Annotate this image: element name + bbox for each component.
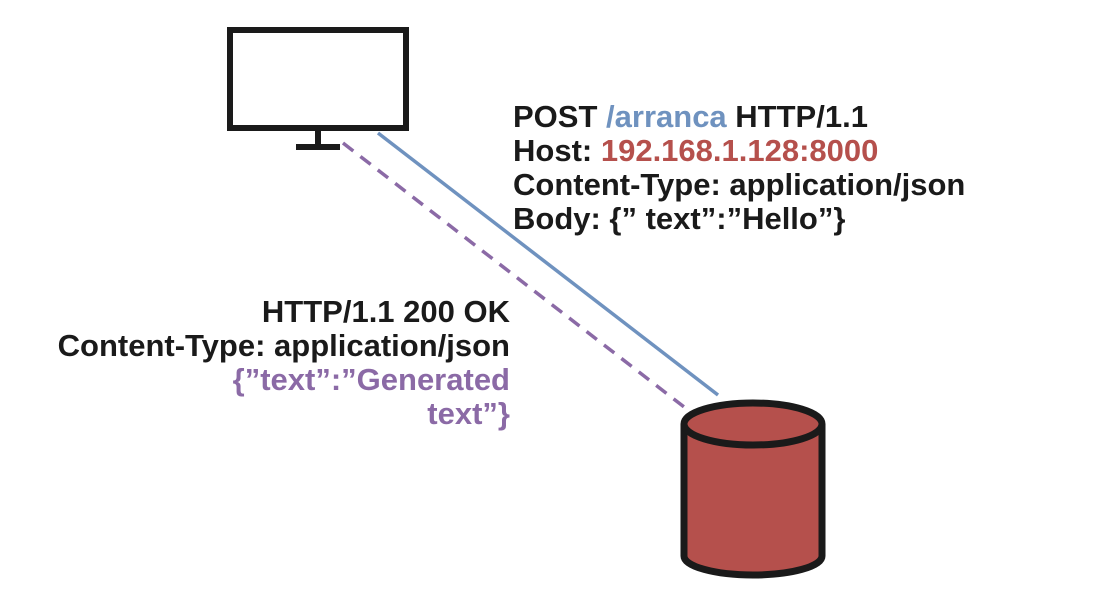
request-body: Body: {” text”:”Hello”}	[513, 201, 846, 236]
request-line: POST /arranca HTTP/1.1	[513, 100, 965, 134]
request-host-label: Host:	[513, 133, 593, 168]
response-status-line: HTTP/1.1 200 OK	[261, 294, 510, 329]
request-version: HTTP/1.1	[735, 99, 868, 134]
monitor-icon	[227, 27, 409, 150]
request-host-line: Host: 192.168.1.128:8000	[513, 134, 965, 168]
response-connection-line	[341, 141, 690, 412]
database-cylinder-icon	[680, 399, 826, 579]
request-host-value: 192.168.1.128:8000	[600, 133, 879, 168]
response-body-line-1: {”text”:”Generated	[232, 362, 510, 397]
response-content-type: Content-Type: application/json	[57, 328, 510, 363]
request-method: POST	[513, 99, 598, 134]
response-body-line-2: text”}	[427, 396, 510, 431]
request-connection-line	[376, 131, 720, 397]
request-content-type: Content-Type: application/json	[513, 167, 966, 202]
http-request-text: POST /arranca HTTP/1.1 Host: 192.168.1.1…	[513, 100, 965, 236]
http-response-text: HTTP/1.1 200 OK Content-Type: applicatio…	[58, 295, 510, 431]
request-path: /arranca	[606, 99, 727, 134]
